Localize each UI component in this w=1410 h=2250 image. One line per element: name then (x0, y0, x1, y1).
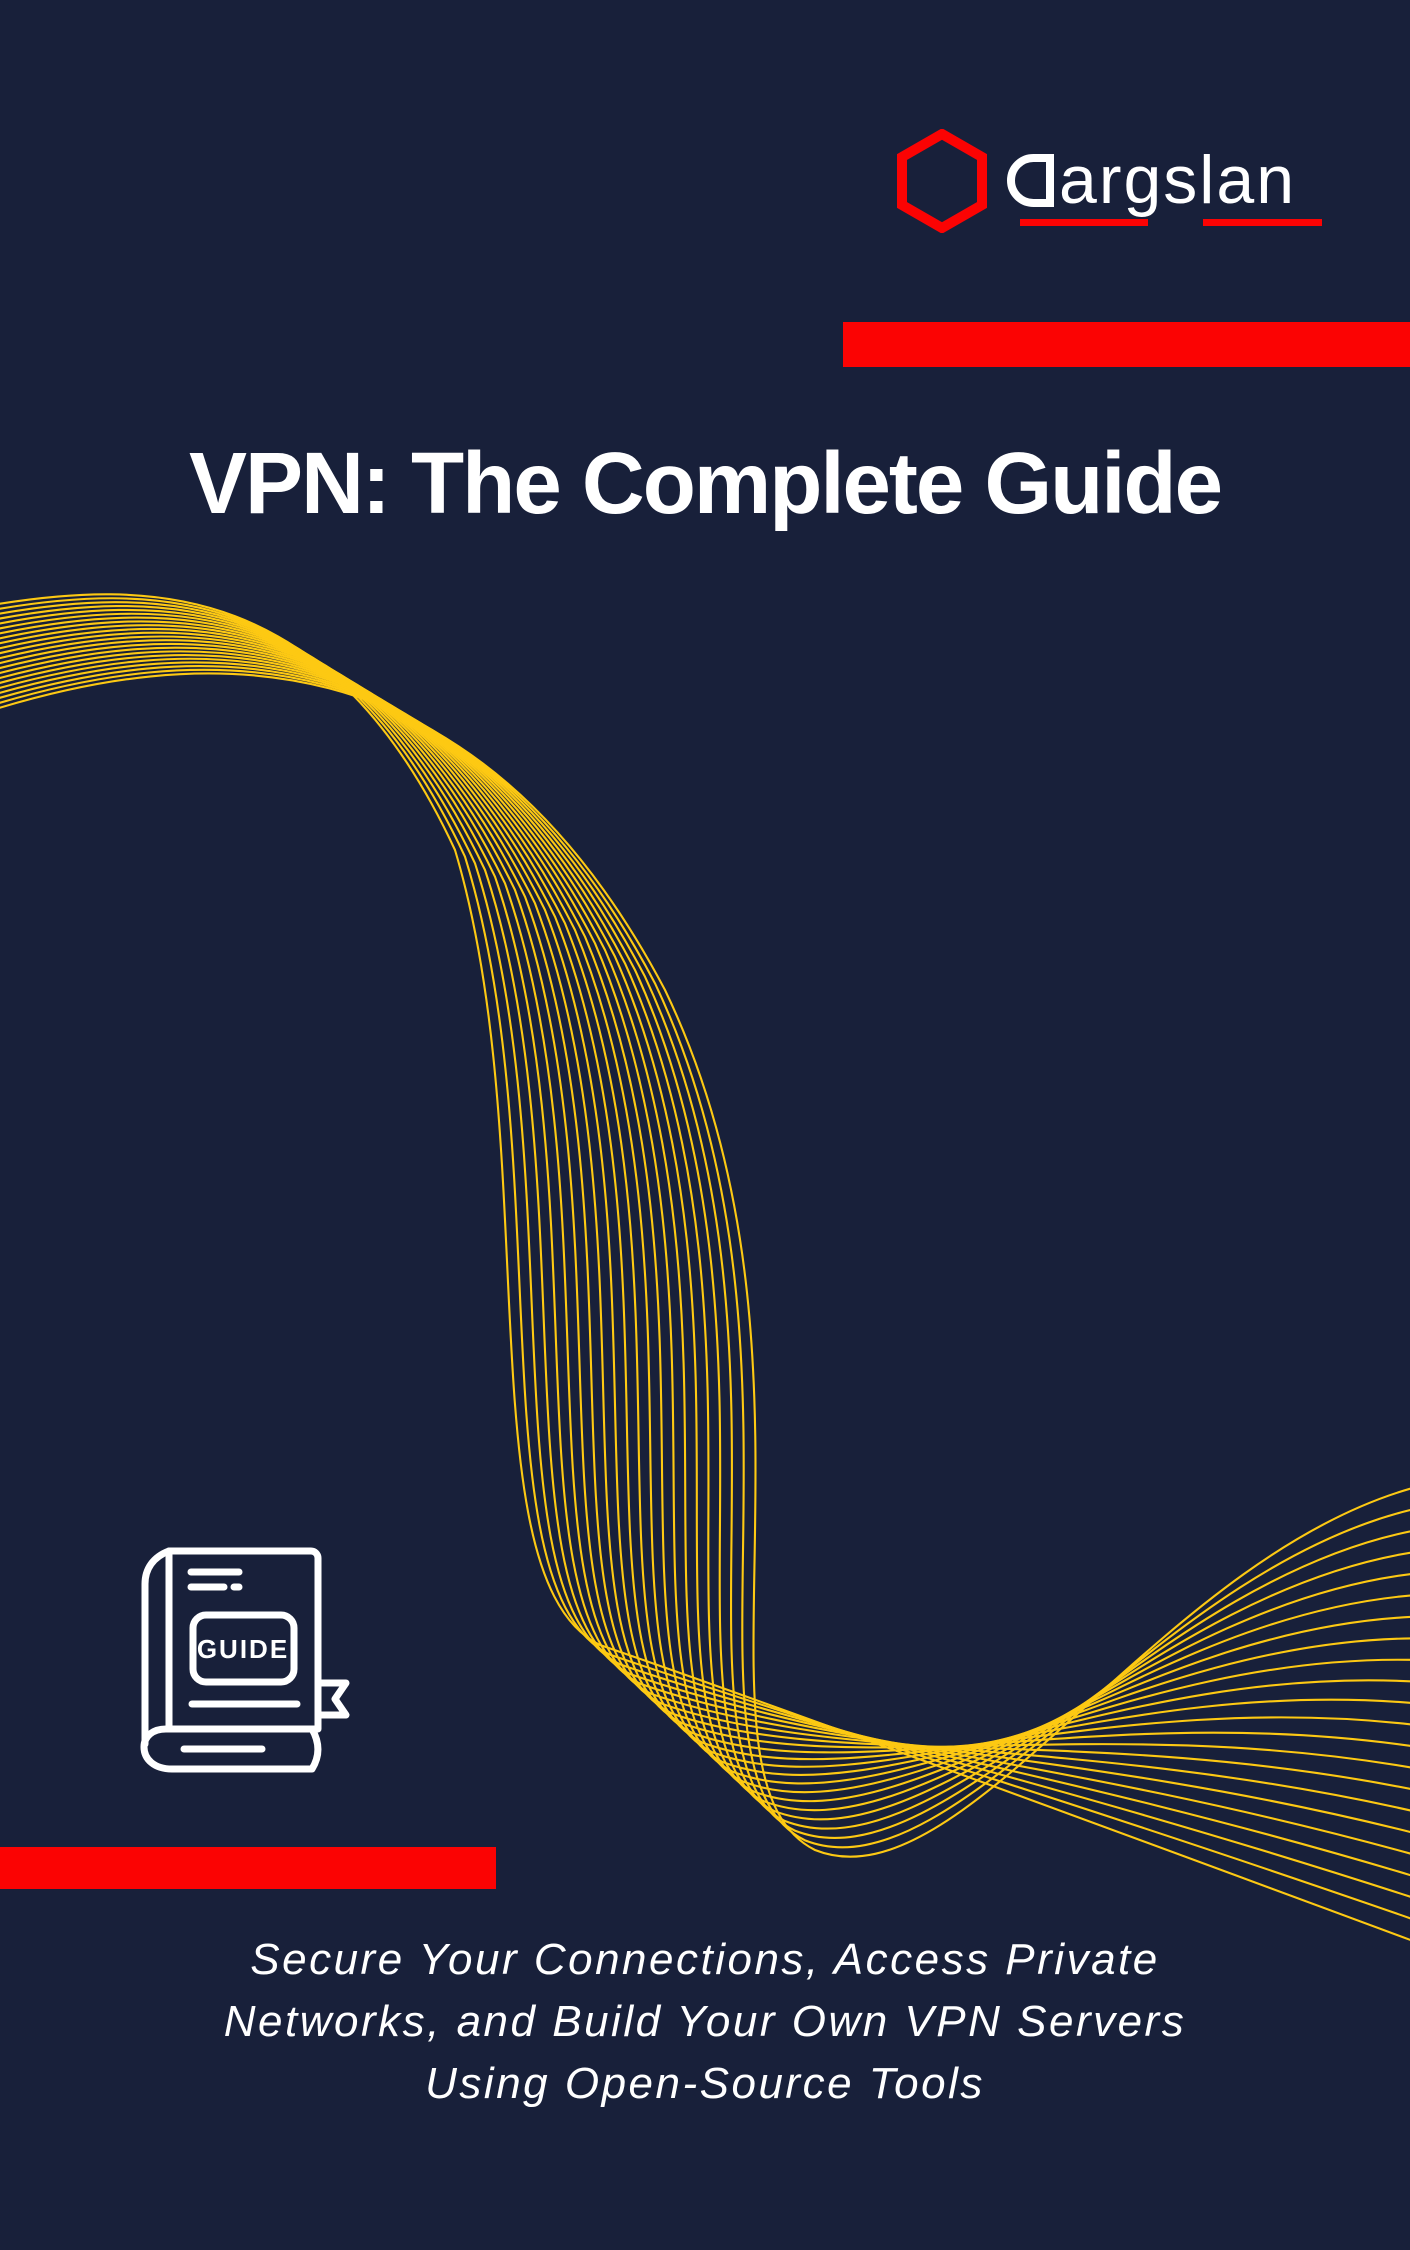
brand-wordmark: argslan (1007, 142, 1296, 214)
subtitle-line-2: Networks, and Build Your Own VPN Servers (223, 1997, 1187, 2046)
guide-badge-box (189, 1611, 298, 1686)
page-title: VPN: The Complete Guide (189, 435, 1223, 532)
left-accent-bar (0, 1847, 496, 1889)
subtitle-line-3: Using Open-Source Tools (425, 2059, 985, 2108)
book-spine (141, 1547, 173, 1748)
guide-book-icon: GUIDE (140, 1547, 350, 1773)
guide-badge-label: GUIDE (197, 1634, 289, 1664)
subtitle: Secure Your Connections, Access Private … (0, 1929, 1410, 2115)
book-pages (140, 1725, 322, 1773)
bookmark-ribbon-icon (314, 1679, 350, 1719)
brand-initial-d-glyph (1007, 154, 1054, 207)
brand-underline-left (1020, 219, 1148, 226)
top-accent-bar (843, 322, 1410, 367)
brand-underline-right (1203, 219, 1322, 226)
subtitle-line-1: Secure Your Connections, Access Private (250, 1935, 1160, 1984)
brand-wordmark-text: argslan (1059, 142, 1297, 218)
hexagon-logo-icon (897, 129, 987, 233)
